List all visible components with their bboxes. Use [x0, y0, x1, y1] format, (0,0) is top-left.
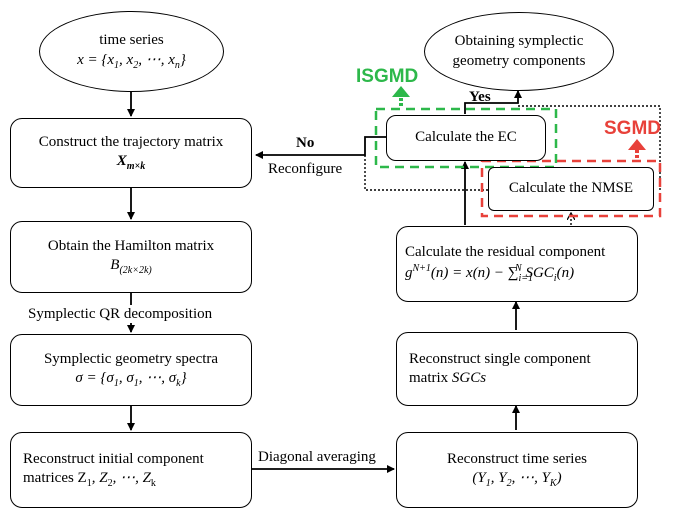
node-trajectory-matrix: Construct the trajectory matrix Xm×k: [10, 118, 252, 188]
dotted-nmse-reconfigure: [364, 155, 488, 191]
node-single-component: Reconstruct single component matrix SGCs: [396, 332, 638, 406]
label-no: No: [296, 135, 315, 151]
node-ec: Calculate the EC: [386, 115, 546, 161]
node-initial-component: Reconstruct initial component matrices Z…: [10, 432, 252, 508]
dotted-nmse-to-obtaining: [518, 105, 661, 190]
label-diagonal-averaging: Diagonal averaging: [258, 448, 376, 466]
label-symplectic-qr: Symplectic QR decomposition: [28, 305, 213, 323]
node-nmse: Calculate the NMSE: [488, 167, 654, 211]
isgmd-dashed-frame: [374, 107, 558, 169]
isgmd-arrow: [392, 86, 410, 106]
node-spectra: Symplectic geometry spectra σ = {σ1, σ1,…: [10, 334, 252, 406]
node-reconstruct-time-series: Reconstruct time series (Y1, Y2, ⋯, YK): [396, 432, 638, 508]
arrow-ec-to-obtaining: [464, 90, 522, 114]
node-time-series: time series x = {x1, x2, ⋯, xn}: [39, 11, 224, 92]
arrow-ec-no-to-trajectory: [255, 136, 386, 159]
node-obtaining-components: Obtaining symplectic geometry components: [424, 12, 614, 91]
sgmd-arrow: [628, 139, 646, 158]
tag-isgmd: ISGMD: [356, 66, 419, 87]
tag-sgmd: SGMD: [604, 118, 661, 139]
node-residual-component: Calculate the residual component gN+1(n)…: [396, 226, 638, 302]
node-hamilton-matrix: Obtain the Hamilton matrix B(2k×2k): [10, 221, 252, 293]
sgmd-dashed-frame: [480, 159, 662, 218]
label-reconfigure: Reconfigure: [268, 161, 343, 177]
label-yes: Yes: [469, 89, 491, 105]
